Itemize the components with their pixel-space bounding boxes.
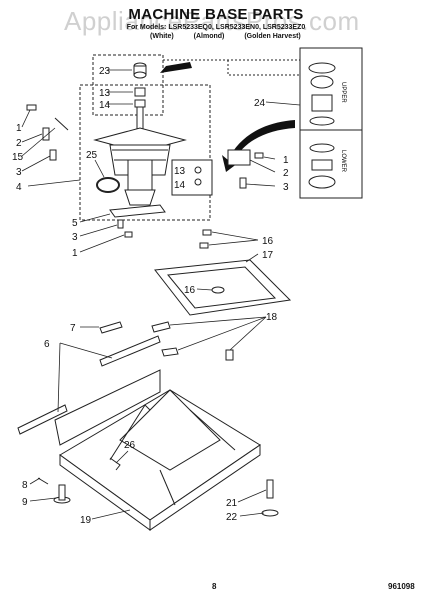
pointer-arrow-top: [160, 62, 192, 73]
callout-24: 24: [254, 98, 266, 109]
transmission-assembly: [93, 106, 187, 206]
callout-21: 21: [226, 498, 238, 509]
page-title: MACHINE BASE PARTS: [128, 6, 304, 23]
transmission-outline: [79, 84, 211, 221]
callout-14-top: 14: [99, 100, 111, 111]
callout-23: 23: [99, 66, 111, 77]
inset-upper-label: UPPER: [340, 82, 346, 103]
callout-18: 18: [266, 312, 278, 323]
callout-25: 25: [86, 150, 98, 161]
callout-1-right: 1: [283, 155, 289, 166]
suspension-frame: [154, 229, 292, 316]
callout-7: 7: [70, 323, 76, 334]
color-variants: (White) (Almond) (Golden Harvest): [150, 33, 319, 40]
callout-26: 26: [124, 440, 136, 451]
right-bracket: [227, 149, 264, 189]
variant-almond: (Almond): [193, 33, 225, 40]
page-number: 8: [212, 582, 217, 591]
callout-3-left: 3: [16, 167, 22, 178]
leveling-feet: [37, 457, 279, 517]
callout-19: 19: [80, 515, 92, 526]
bearing-inset-box: [299, 47, 363, 199]
callout-6: 6: [44, 339, 50, 350]
shaft-stack: [133, 62, 147, 108]
side-box-13-14: [171, 159, 213, 196]
callout-13-top: 13: [99, 88, 111, 99]
callout-1-lower: 1: [72, 248, 78, 259]
callout-14-side: 14: [174, 180, 186, 191]
callout-3-right: 3: [283, 182, 289, 193]
callout-16-top: 16: [262, 236, 274, 247]
inset-lower-label: LOWER: [340, 150, 346, 173]
callout-9: 9: [22, 497, 28, 508]
callout-17: 17: [262, 250, 274, 261]
part-25-ring: [96, 177, 120, 193]
left-fasteners: [26, 104, 69, 161]
callout-1-left: 1: [16, 123, 22, 134]
callout-2-right: 2: [283, 168, 289, 179]
variant-golden-harvest: (Golden Harvest): [244, 33, 301, 40]
callout-13-side: 13: [174, 166, 186, 177]
callout-2-left: 2: [16, 138, 22, 149]
lower-fasteners: [109, 204, 166, 238]
machine-base: [54, 369, 261, 531]
leader-lines: [21, 69, 301, 520]
callout-22: 22: [226, 512, 238, 523]
model-subtitle: For Models: LSR5233EQ0, LSR5233EN0, LSR5…: [126, 24, 306, 31]
watermark: AppliancePartsPros.com: [64, 6, 360, 36]
document-code: 961098: [388, 582, 415, 591]
callout-8: 8: [22, 480, 28, 491]
callout-15: 15: [12, 152, 24, 163]
callout-5: 5: [72, 218, 78, 229]
pointer-arrow-curved: [222, 120, 295, 172]
callout-4: 4: [16, 182, 22, 193]
brace-parts: [17, 321, 234, 435]
variant-white: (White): [150, 33, 174, 40]
inset-bearings: [308, 62, 336, 189]
callout-16-frame: 16: [184, 285, 196, 296]
callout-3-lower: 3: [72, 232, 78, 243]
